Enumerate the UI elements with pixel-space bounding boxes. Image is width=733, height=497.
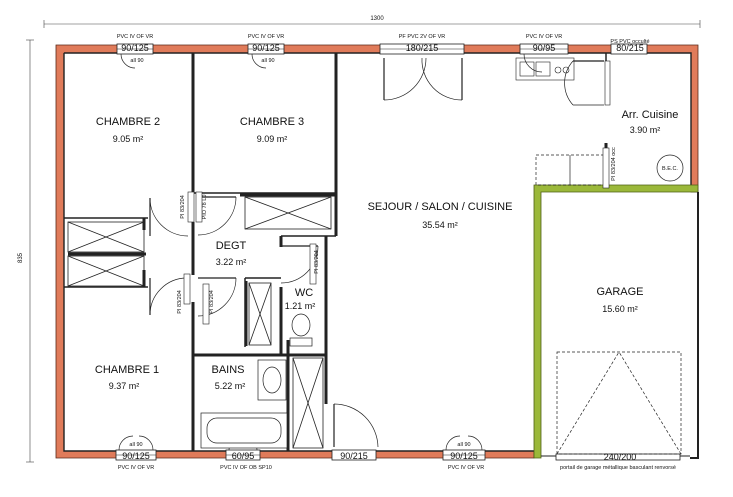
window-type-top-1: PVC IV OF VR <box>117 34 153 40</box>
door-leaves <box>183 60 611 325</box>
window-size-top-4: 90/95 <box>533 43 556 53</box>
window-size-bottom-5: 240/200 <box>604 452 637 462</box>
window-size-bottom-1: 90/125 <box>122 451 150 461</box>
room-name-wc: WC <box>295 287 313 299</box>
window-type-bottom-1: PVC IV OF VR <box>118 465 154 471</box>
room-name-garage: GARAGE <box>596 286 643 298</box>
window-panes <box>116 48 568 456</box>
room-area-bains: 5.22 m² <box>215 381 246 391</box>
closet-chambre2 <box>67 221 146 287</box>
window-size-bottom-2: 60/95 <box>232 451 255 461</box>
window-type-top-3: PF PVC 2V OF VR <box>399 34 445 40</box>
window-size-bottom-3: 90/215 <box>340 451 368 461</box>
room-name-chambre3: CHAMBRE 3 <box>240 116 304 128</box>
interior-walls <box>64 53 608 451</box>
room-area-degt: 3.22 m² <box>216 257 247 267</box>
window-type-bottom-2: PVC IV OF OB SP10 <box>220 465 272 471</box>
top-window-labels: PVC IV OF VR 90/125 all 90 PVC IV OF VR … <box>117 34 650 64</box>
window-size-top-5: 80/215 <box>616 43 644 53</box>
room-area-wc: 1.21 m² <box>285 301 316 311</box>
boiler-icon <box>656 154 684 182</box>
room-name-degt: DEGT <box>216 240 247 252</box>
window-size-top-2: 90/125 <box>252 43 280 53</box>
dimension-lines <box>26 20 701 463</box>
room-area-chambre3: 9.09 m² <box>257 134 288 144</box>
room-area-chambre1: 9.37 m² <box>109 381 140 391</box>
window-type-bottom-4: PVC IV OF VR <box>448 465 484 471</box>
room-area-chambre2: 9.05 m² <box>113 134 144 144</box>
window-type-top-5: PS PVC occulté <box>610 39 649 45</box>
window-type-top-2: PVC IV OF VR <box>248 34 284 40</box>
door-label-chambre3: PIO 78 L0 <box>202 195 208 220</box>
window-size-bottom-4: 90/125 <box>450 451 478 461</box>
room-name-bains: BAINS <box>211 364 244 376</box>
overall-depth-label: 835 <box>18 252 24 263</box>
door-label-chambre2: PI 83/204 <box>180 195 186 219</box>
door-label-bains: PI 83/204 <box>209 290 215 314</box>
room-name-chambre1: CHAMBRE 1 <box>95 364 159 376</box>
door-label-arr-cuisine: PI 83/204 occ <box>611 147 617 181</box>
overall-width-label: 1300 <box>370 16 384 22</box>
room-name-chambre2: CHAMBRE 2 <box>96 116 160 128</box>
window-type-top-4: PVC IV OF VR <box>526 34 562 40</box>
closet-chambre3 <box>240 193 336 230</box>
room-area-arr-cuisine: 3.90 m² <box>630 125 661 135</box>
washbasin-icon <box>257 359 287 401</box>
window-size-top-3: 180/215 <box>406 43 439 53</box>
room-labels: CHAMBRE 2 9.05 m² CHAMBRE 3 9.09 m² SEJO… <box>95 109 679 391</box>
door-label-chambre1: PI 83/204 <box>177 290 183 314</box>
window-size-top-1: 90/125 <box>121 43 149 53</box>
room-area-garage: 15.60 m² <box>602 304 638 314</box>
closet-degt <box>244 281 272 346</box>
window-note-bottom-1: all 90 <box>129 442 142 448</box>
window-note-bottom-5: portail de garage métallique basculant r… <box>560 465 676 471</box>
bathtub-icon <box>200 412 288 449</box>
window-note-top-2: all 90 <box>261 58 274 64</box>
door-swings <box>118 53 682 455</box>
closet-bains <box>292 357 324 449</box>
bottom-window-labels: all 90 90/125 PVC IV OF VR 60/95 PVC IV … <box>118 442 676 471</box>
room-name-arr-cuisine: Arr. Cuisine <box>622 109 679 121</box>
door-label-wc: PI 83/204 <box>314 250 320 274</box>
facade-openings <box>115 43 681 461</box>
room-name-sejour: SEJOUR / SALON / CUISINE <box>368 201 513 213</box>
kitchen-sink-icon <box>515 57 575 81</box>
window-note-top-1: all 90 <box>130 58 143 64</box>
toilet-icon <box>289 313 313 347</box>
door-labels: PI 83/204 PIO 78 L0 PI 83/204 PI 83/204 … <box>177 147 617 314</box>
room-area-sejour: 35.54 m² <box>422 220 458 230</box>
window-note-bottom-4: all 90 <box>457 442 470 448</box>
boiler-label: B.E.C. <box>662 166 678 172</box>
exterior-walls <box>55 44 699 459</box>
